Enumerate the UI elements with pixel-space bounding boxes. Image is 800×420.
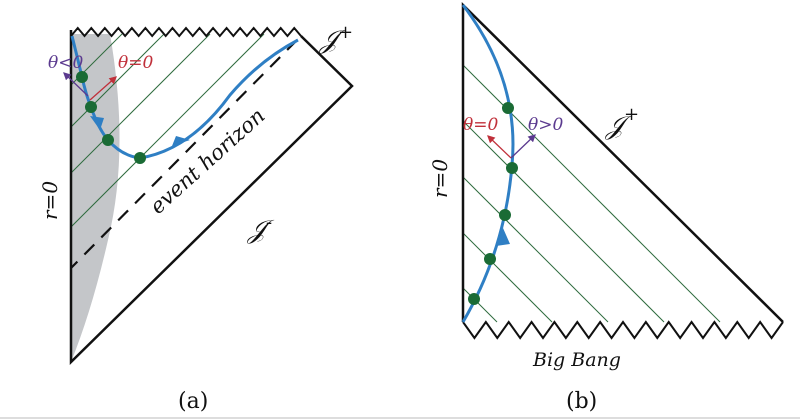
singularity-zigzag-a xyxy=(70,26,302,38)
event-horizon-line xyxy=(70,39,298,269)
worldline-arrow-icon xyxy=(172,136,190,146)
big-bang-label: Big Bang xyxy=(532,349,621,371)
theta-zero-arrow-b xyxy=(487,135,512,159)
worldline-arrow-icon xyxy=(90,116,104,130)
theta-negative-label: θ<0 xyxy=(48,53,83,73)
big-bang-zigzag xyxy=(462,320,784,340)
worldline-arrow-icon xyxy=(496,228,510,246)
null-rays-a xyxy=(70,33,265,228)
r-zero-label-a: r=0 xyxy=(38,181,62,220)
theta-zero-label-b: θ=0 xyxy=(463,115,498,135)
caption-b: (b) xyxy=(566,389,597,414)
theta-positive-arrow xyxy=(510,134,536,159)
worldline-dots-b xyxy=(468,102,518,305)
theta-zero-arrow xyxy=(89,76,117,101)
r-zero-label-b: r=0 xyxy=(428,159,452,198)
boundary-a xyxy=(69,30,354,365)
null-rays-b xyxy=(462,64,721,323)
scri-plus-label: 𝒥+ xyxy=(318,22,353,55)
theta-zero-label: θ=0 xyxy=(118,53,153,73)
panel-b: θ=0 θ>0 𝒥+ r=0 Big Bang (b) xyxy=(428,2,784,414)
trapped-region-shade xyxy=(71,34,120,362)
theta-positive-label: θ>0 xyxy=(528,115,563,135)
panel-a: θ<0 θ=0 𝒥+ 𝒥- event horizon r=0 (a) xyxy=(38,22,354,414)
worldline-dots-a xyxy=(76,71,146,164)
scri-plus-label-b: 𝒥+ xyxy=(604,104,639,141)
scri-minus-label: 𝒥- xyxy=(246,212,275,245)
theta-negative-arrow xyxy=(63,72,89,97)
caption-a: (a) xyxy=(178,389,208,414)
